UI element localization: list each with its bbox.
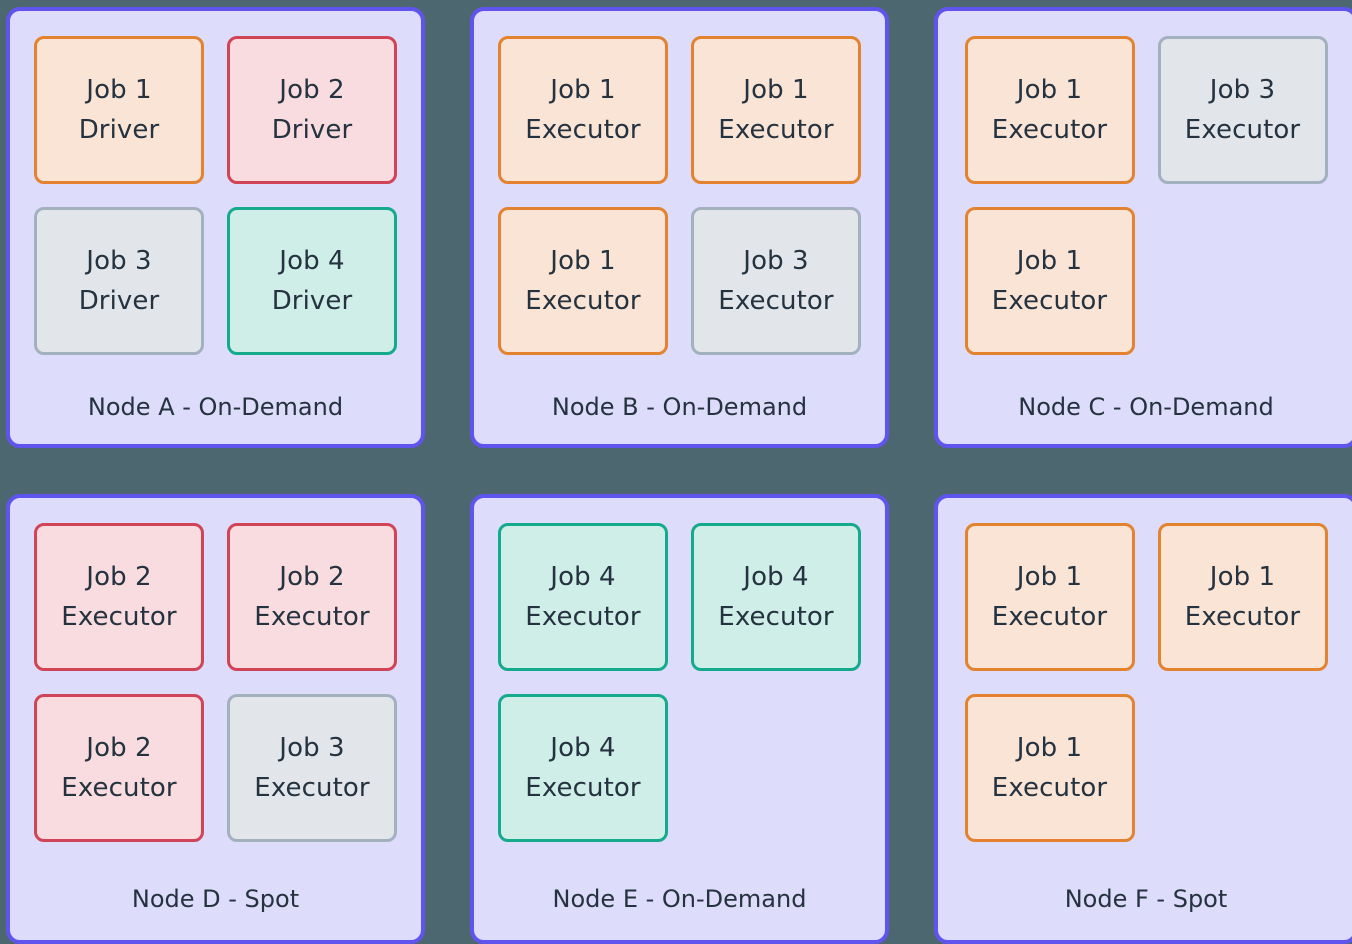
job-card[interactable]: Job 2 Executor — [34, 694, 204, 842]
job-card[interactable]: Job 1 Executor — [964, 694, 1135, 842]
job-card[interactable]: Job 1 Executor — [964, 207, 1135, 355]
job-card[interactable]: Job 3 Executor — [227, 694, 397, 842]
job-card-job-label: Job 3 — [279, 733, 345, 763]
job-card-role-label: Executor — [61, 602, 177, 632]
job-card-job-label: Job 1 — [1016, 246, 1083, 276]
job-card-job-label: Job 4 — [743, 562, 809, 592]
node-label: Node A - On-Demand — [87, 393, 344, 421]
job-card-job-label: Job 1 — [86, 75, 152, 105]
job-card-role-label: Executor — [1184, 115, 1301, 145]
job-card-role-label: Executor — [525, 773, 641, 803]
job-card[interactable]: Job 2 Executor — [227, 523, 397, 671]
job-card[interactable]: Job 3 Executor — [1157, 36, 1328, 184]
job-card-role-label: Executor — [718, 115, 834, 145]
job-card-role-label: Driver — [271, 115, 353, 145]
job-card[interactable]: Job 1 Executor — [691, 36, 861, 184]
job-card-job-label: Job 3 — [1209, 75, 1276, 105]
job-card-job-label: Job 4 — [279, 246, 345, 276]
job-card[interactable]: Job 1 Executor — [964, 36, 1135, 184]
job-card-role-label: Executor — [718, 286, 834, 316]
job-card[interactable]: Job 4 Executor — [498, 694, 668, 842]
job-card-role-label: Executor — [991, 115, 1108, 145]
job-card-job-label: Job 1 — [550, 75, 616, 105]
job-card-job-label: Job 1 — [1016, 75, 1083, 105]
node-label: Node F - Spot — [1064, 885, 1228, 913]
job-card[interactable]: Job 1 Driver — [34, 36, 204, 184]
job-card[interactable]: Job 3 Driver — [34, 207, 204, 355]
job-card[interactable]: Job 3 Executor — [691, 207, 861, 355]
job-card[interactable]: Job 2 Executor — [34, 523, 204, 671]
job-card-role-label: Driver — [78, 286, 160, 316]
node-label: Node C - On-Demand — [1018, 393, 1274, 421]
job-card-job-label: Job 2 — [86, 562, 152, 592]
job-card[interactable]: Job 1 Executor — [1157, 523, 1328, 671]
job-card-role-label: Executor — [254, 773, 370, 803]
job-card-role-label: Executor — [525, 602, 641, 632]
job-card-job-label: Job 3 — [743, 246, 809, 276]
job-card-role-label: Executor — [254, 602, 370, 632]
job-card-role-label: Executor — [525, 286, 641, 316]
job-card-role-label: Executor — [1184, 602, 1301, 632]
job-card-job-label: Job 3 — [86, 246, 152, 276]
job-card-job-label: Job 4 — [550, 562, 616, 592]
job-card-job-label: Job 1 — [743, 75, 809, 105]
job-card-role-label: Executor — [991, 773, 1108, 803]
node-label: Node D - Spot — [131, 885, 300, 913]
job-card-role-label: Executor — [991, 602, 1108, 632]
job-card-job-label: Job 1 — [550, 246, 616, 276]
node-label: Node B - On-Demand — [551, 393, 808, 421]
job-card[interactable]: Job 1 Executor — [964, 523, 1135, 671]
job-card-role-label: Executor — [991, 286, 1108, 316]
node-label: Node E - On-Demand — [552, 885, 807, 913]
job-card-role-label: Executor — [718, 602, 834, 632]
empty-slot — [691, 694, 861, 842]
job-card[interactable]: Job 1 Executor — [498, 207, 668, 355]
job-card-job-label: Job 1 — [1016, 733, 1083, 763]
job-card-job-label: Job 2 — [86, 733, 152, 763]
empty-slot — [1158, 694, 1328, 842]
empty-slot — [1158, 207, 1328, 355]
job-card-role-label: Driver — [271, 286, 353, 316]
job-card[interactable]: Job 4 Executor — [498, 523, 668, 671]
job-card[interactable]: Job 4 Driver — [227, 207, 397, 355]
job-card-job-label: Job 1 — [1209, 562, 1276, 592]
job-card[interactable]: Job 2 Driver — [227, 36, 397, 184]
job-card[interactable]: Job 1 Executor — [498, 36, 668, 184]
job-card-role-label: Driver — [78, 115, 160, 145]
job-card-role-label: Executor — [525, 115, 641, 145]
job-card-job-label: Job 4 — [550, 733, 616, 763]
job-card-job-label: Job 2 — [279, 562, 345, 592]
job-card-role-label: Executor — [61, 773, 177, 803]
job-card-job-label: Job 2 — [279, 75, 345, 105]
job-card-job-label: Job 1 — [1016, 562, 1083, 592]
job-card[interactable]: Job 4 Executor — [691, 523, 861, 671]
